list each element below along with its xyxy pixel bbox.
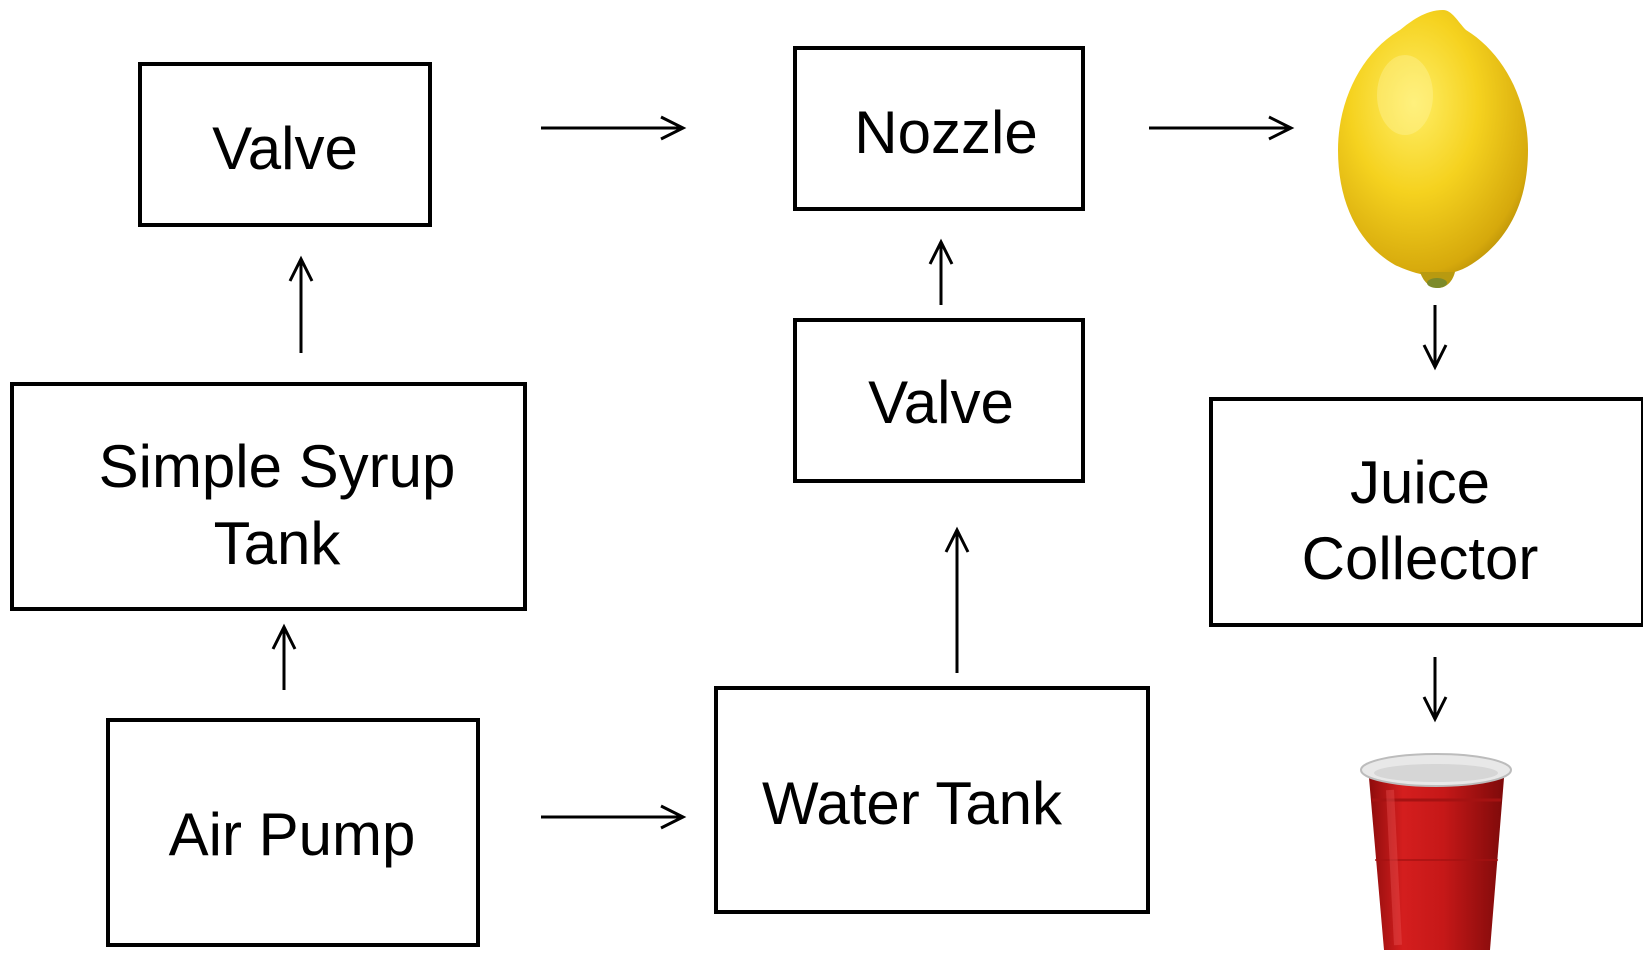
valve-node-middle-label: Valve	[868, 369, 1014, 436]
arrow-syrup-tank-to-valve	[288, 255, 314, 353]
arrow-water-tank-to-valve	[944, 526, 970, 673]
air-pump-node: Air Pump	[106, 718, 480, 947]
valve-node-middle: Valve	[793, 318, 1085, 483]
water-tank-node: Water Tank	[714, 686, 1150, 914]
arrow-juice-collector-to-cup	[1422, 657, 1448, 723]
arrow-air-pump-to-syrup-tank	[271, 623, 297, 690]
juice-collector-node: Juice Collector	[1209, 397, 1643, 627]
arrow-nozzle-to-lemon	[1149, 115, 1295, 141]
arrow-valve-to-nozzle	[541, 115, 687, 141]
simple-syrup-tank-node: Simple Syrup Tank	[10, 382, 527, 611]
simple-syrup-tank-label-line1: Simple Syrup	[99, 433, 456, 500]
nozzle-label: Nozzle	[854, 99, 1037, 166]
red-cup-icon	[1360, 753, 1512, 950]
water-tank-label: Water Tank	[762, 770, 1063, 837]
arrow-lemon-to-juice-collector	[1422, 305, 1448, 371]
air-pump-label: Air Pump	[169, 801, 416, 868]
arrow-air-pump-to-water-tank	[541, 804, 687, 830]
valve-node-top-label: Valve	[212, 115, 358, 182]
simple-syrup-tank-label-line2: Tank	[214, 510, 342, 577]
lemon-icon	[1338, 10, 1528, 288]
nozzle-node: Nozzle	[793, 46, 1085, 211]
juice-collector-label-line1: Juice	[1350, 449, 1490, 516]
arrow-valve-to-nozzle-vertical	[928, 238, 954, 305]
valve-node-top: Valve	[138, 62, 432, 227]
juice-collector-label-line2: Collector	[1302, 525, 1539, 592]
